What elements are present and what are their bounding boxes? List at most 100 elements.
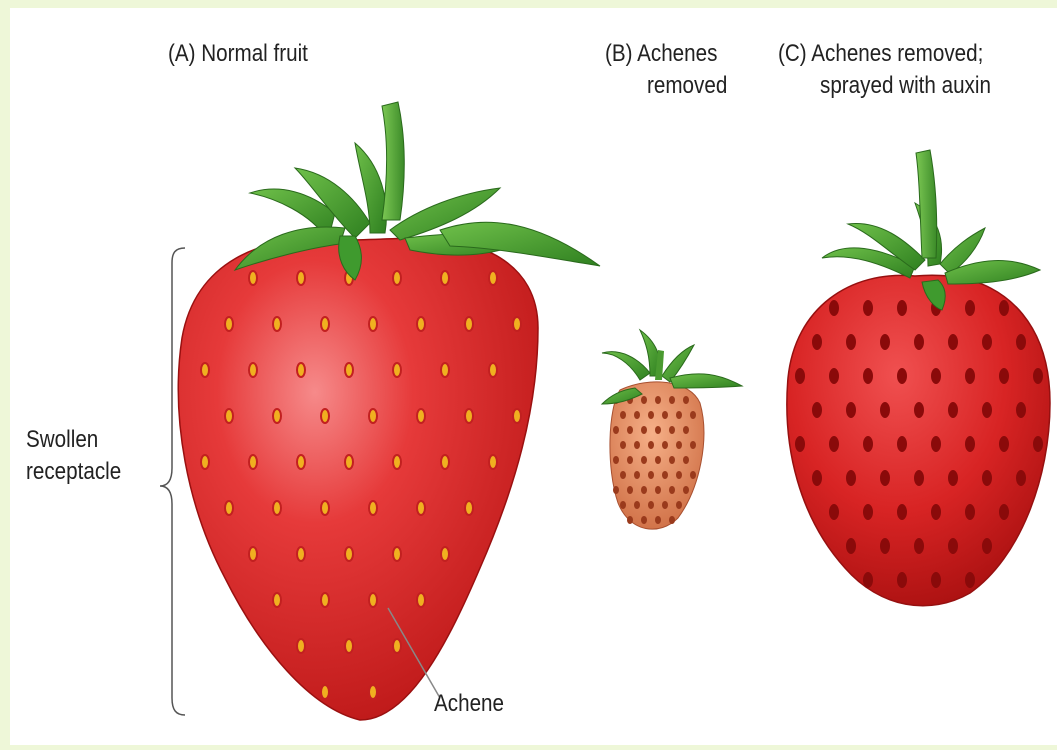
- surface-dot: [513, 317, 521, 331]
- surface-dot: [683, 456, 689, 464]
- surface-dot: [620, 411, 626, 419]
- surface-dot: [999, 368, 1009, 384]
- surface-dot: [369, 317, 377, 331]
- surface-dot: [669, 456, 675, 464]
- surface-dot: [683, 486, 689, 494]
- panel-c-label-line2: sprayed with auxin: [820, 70, 991, 102]
- surface-dot: [655, 456, 661, 464]
- surface-dot: [846, 402, 856, 418]
- surface-dot: [225, 317, 233, 331]
- surface-dot: [897, 572, 907, 588]
- panel-c-label-line1: (C) Achenes removed;: [778, 38, 983, 70]
- surface-dot: [812, 334, 822, 350]
- surface-dot: [369, 593, 377, 607]
- panel-a-label: (A) Normal fruit: [168, 38, 308, 70]
- normal-fruit: [178, 238, 538, 720]
- surface-dot: [897, 436, 907, 452]
- surface-dot: [641, 426, 647, 434]
- surface-dot: [683, 426, 689, 434]
- surface-dot: [321, 501, 329, 515]
- surface-dot: [613, 426, 619, 434]
- surface-dot: [690, 471, 696, 479]
- surface-dot: [982, 334, 992, 350]
- surface-dot: [1016, 470, 1026, 486]
- surface-dot: [655, 396, 661, 404]
- surface-dot: [931, 368, 941, 384]
- surface-dot: [634, 441, 640, 449]
- surface-dot: [1016, 334, 1026, 350]
- surface-dot: [982, 470, 992, 486]
- surface-dot: [999, 300, 1009, 316]
- receptacle-bracket: [160, 248, 185, 715]
- figure-frame: (A) Normal fruit (B) Achenes removed (C)…: [10, 8, 1057, 745]
- surface-dot: [676, 441, 682, 449]
- surface-dot: [627, 426, 633, 434]
- surface-dot: [620, 471, 626, 479]
- surface-dot: [441, 271, 449, 285]
- surface-dot: [669, 396, 675, 404]
- surface-dot: [880, 470, 890, 486]
- auxin-fruit-body: [787, 275, 1050, 605]
- surface-dot: [846, 538, 856, 554]
- surface-dot: [441, 363, 449, 377]
- surface-dot: [648, 441, 654, 449]
- achenes-removed-fruit: [602, 330, 742, 529]
- surface-dot: [690, 441, 696, 449]
- surface-dot: [999, 504, 1009, 520]
- surface-dot: [669, 426, 675, 434]
- surface-dot: [273, 409, 281, 423]
- surface-dot: [676, 501, 682, 509]
- surface-dot: [489, 271, 497, 285]
- surface-dot: [1033, 368, 1043, 384]
- normal-fruit-body: [178, 238, 538, 720]
- surface-dot: [634, 411, 640, 419]
- surface-dot: [225, 409, 233, 423]
- surface-dot: [662, 441, 668, 449]
- surface-dot: [965, 300, 975, 316]
- surface-dot: [948, 538, 958, 554]
- surface-dot: [880, 538, 890, 554]
- surface-dot: [345, 639, 353, 653]
- surface-dot: [321, 685, 329, 699]
- surface-dot: [655, 426, 661, 434]
- surface-dot: [982, 402, 992, 418]
- surface-dot: [965, 368, 975, 384]
- receptacle-label-line1: Swollen: [26, 424, 98, 456]
- surface-dot: [441, 455, 449, 469]
- surface-dot: [627, 486, 633, 494]
- surface-dot: [345, 363, 353, 377]
- surface-dot: [465, 501, 473, 515]
- surface-dot: [662, 501, 668, 509]
- surface-dot: [931, 436, 941, 452]
- surface-dot: [676, 411, 682, 419]
- surface-dot: [931, 504, 941, 520]
- achene-label: Achene: [434, 688, 504, 720]
- surface-dot: [201, 455, 209, 469]
- surface-dot: [321, 317, 329, 331]
- surface-dot: [914, 538, 924, 554]
- surface-dot: [795, 368, 805, 384]
- surface-dot: [648, 501, 654, 509]
- surface-dot: [613, 486, 619, 494]
- surface-dot: [965, 436, 975, 452]
- surface-dot: [1033, 436, 1043, 452]
- surface-dot: [641, 396, 647, 404]
- surface-dot: [897, 504, 907, 520]
- surface-dot: [655, 516, 661, 524]
- surface-dot: [393, 639, 401, 653]
- surface-dot: [393, 363, 401, 377]
- surface-dot: [369, 409, 377, 423]
- panel-b-label-line2: removed: [647, 70, 727, 102]
- surface-dot: [627, 516, 633, 524]
- surface-dot: [863, 436, 873, 452]
- surface-dot: [297, 455, 305, 469]
- surface-dot: [676, 471, 682, 479]
- surface-dot: [417, 501, 425, 515]
- surface-dot: [863, 368, 873, 384]
- surface-dot: [914, 334, 924, 350]
- surface-dot: [249, 455, 257, 469]
- panel-b-label-line1: (B) Achenes: [605, 38, 717, 70]
- surface-dot: [273, 317, 281, 331]
- surface-dot: [297, 639, 305, 653]
- surface-dot: [897, 300, 907, 316]
